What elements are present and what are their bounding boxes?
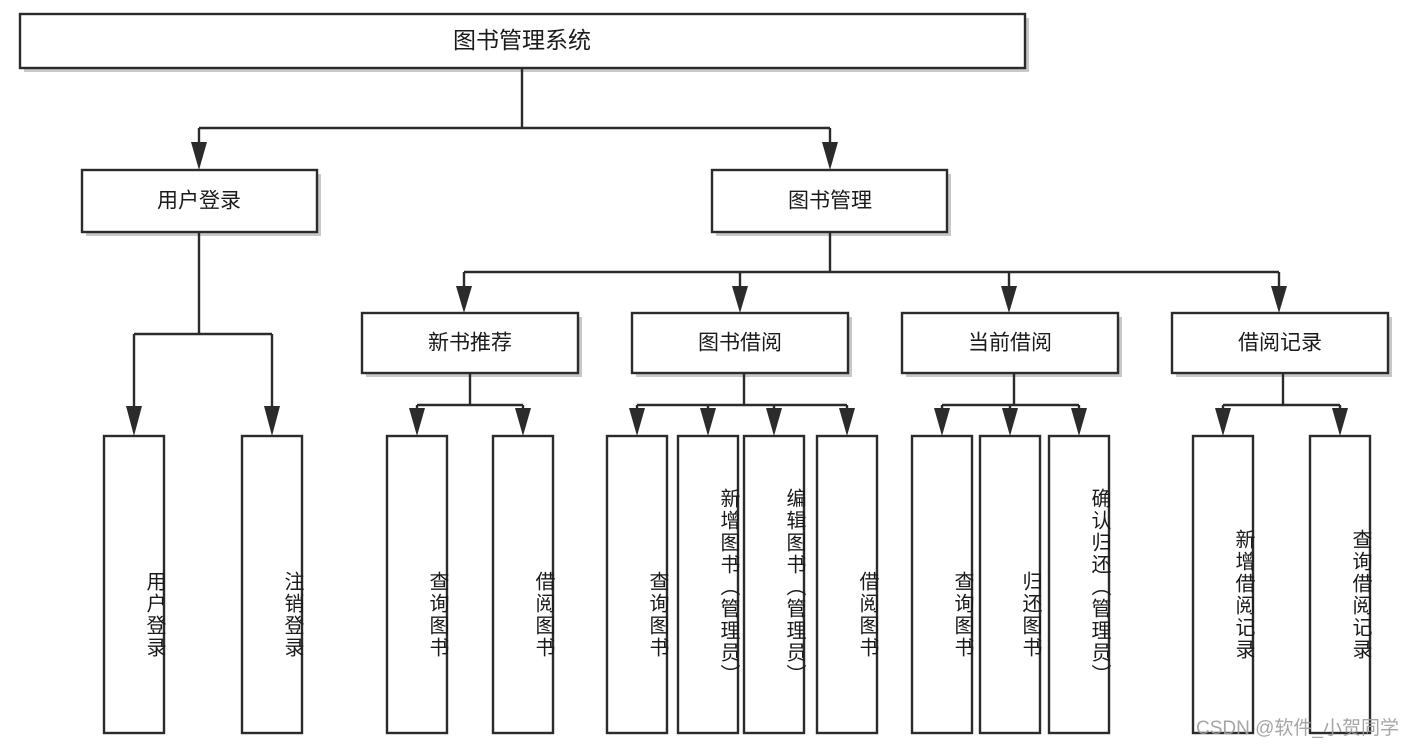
node-leaf-logout[interactable] <box>240 434 304 735</box>
watermark-text: CSDN @软件_小贺同学 <box>1196 718 1399 739</box>
node-book-mgmt[interactable] <box>710 168 949 234</box>
label-user-login: 用户登录 <box>157 190 241 213</box>
node-current-borrow[interactable] <box>900 311 1120 375</box>
arrow-bb-leaf3 <box>766 408 782 436</box>
node-boxes <box>18 12 1390 735</box>
arrow-bm-to-current-borrow <box>1001 286 1017 313</box>
arrow-bb-leaf1 <box>629 408 645 436</box>
node-leaf-bb-edit[interactable] <box>742 434 806 735</box>
label-borrow-record: 借阅记录 <box>1238 332 1322 355</box>
node-leaf-bb-borrow[interactable] <box>815 434 879 735</box>
arrow-bb-leaf4 <box>839 408 855 436</box>
node-leaf-bb-query[interactable] <box>605 434 669 735</box>
arrow-cb-leaf2 <box>1002 408 1018 436</box>
arrow-root-to-book-mgmt <box>822 142 838 170</box>
label-root: 图书管理系统 <box>453 27 591 53</box>
arrow-bm-to-new-book <box>456 286 472 313</box>
label-new-book: 新书推荐 <box>428 332 512 355</box>
node-leaf-bb-add[interactable] <box>676 434 740 735</box>
arrow-nb-leaf1 <box>409 408 425 436</box>
arrow-br-leaf2 <box>1332 408 1348 436</box>
node-leaf-br-add[interactable] <box>1191 434 1255 735</box>
node-leaf-cb-query[interactable] <box>910 434 974 735</box>
arrow-br-leaf1 <box>1215 408 1231 436</box>
node-book-borrow[interactable] <box>630 311 850 375</box>
node-leaf-nb-borrow[interactable] <box>491 434 555 735</box>
node-leaf-user-login[interactable] <box>102 434 166 735</box>
node-leaf-cb-confirm[interactable] <box>1047 434 1111 735</box>
node-borrow-record[interactable] <box>1170 311 1390 375</box>
label-book-borrow: 图书借阅 <box>698 332 782 355</box>
label-current-borrow: 当前借阅 <box>968 332 1052 355</box>
arrow-bb-leaf2 <box>700 408 716 436</box>
horizontal-labels: 图书管理系统 用户登录 图书管理 新书推荐 图书借阅 当前借阅 借阅记录 <box>157 27 1322 354</box>
arrow-bm-to-borrow-record <box>1271 286 1287 313</box>
arrow-cb-leaf3 <box>1071 408 1087 436</box>
label-book-mgmt: 图书管理 <box>788 190 872 213</box>
node-user-login[interactable] <box>80 168 319 234</box>
arrow-cb-leaf1 <box>934 408 950 436</box>
node-leaf-br-query[interactable] <box>1308 434 1372 735</box>
arrow-root-to-user-login <box>191 142 207 170</box>
node-root[interactable] <box>18 12 1027 70</box>
node-new-book[interactable] <box>360 311 580 375</box>
arrow-ul-leaf1 <box>126 406 142 436</box>
arrow-bm-to-book-borrow <box>732 286 748 313</box>
node-leaf-nb-query[interactable] <box>385 434 449 735</box>
node-leaf-cb-return[interactable] <box>978 434 1042 735</box>
connectors <box>126 68 1348 436</box>
arrow-ul-leaf2 <box>264 406 280 436</box>
arrow-nb-leaf2 <box>515 408 531 436</box>
